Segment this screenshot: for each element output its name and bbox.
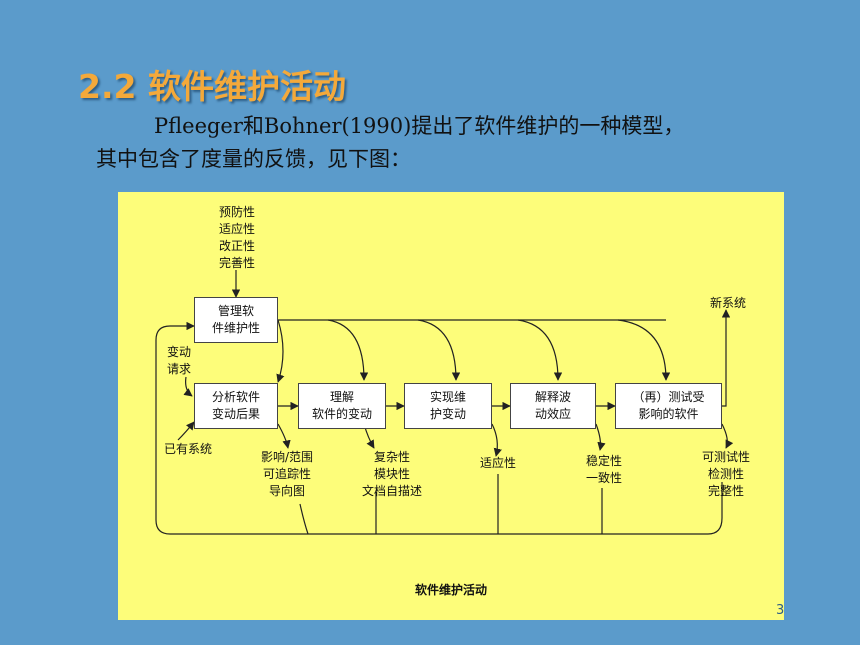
maintenance-activity-diagram: 预防性 适应性 改正性 完善性 新系统 变动 请求 已有系统 管理软 件维护性 … — [118, 192, 784, 620]
arrow-retest-to-metrics — [721, 423, 734, 449]
arrow-implement-to-metrics — [491, 423, 502, 457]
metrics-understand: 复杂性 模块性 文档自描述 — [361, 450, 422, 498]
metrics-ripple: 稳定性 一致性 — [585, 454, 622, 485]
understand-change-label: 理解 软件的变动 — [311, 390, 372, 421]
analyze-change-impact-box: 分析软件 变动后果 — [194, 383, 278, 429]
implement-change-box: 实现维 护变动 — [404, 383, 492, 429]
arrow-to-understand — [327, 319, 369, 381]
metrics-retest: 可测试性 检测性 完整性 — [701, 450, 750, 498]
arrow-to-retest — [617, 319, 671, 381]
retest-software-box: （再）测试受 影响的软件 — [615, 383, 722, 429]
manage-maintainability-label: 管理软 件维护性 — [211, 304, 260, 335]
existing-system-label: 已有系统 — [163, 442, 212, 456]
ripple-effect-box: 解释波 动效应 — [510, 383, 596, 429]
arrow-change-request — [183, 376, 193, 397]
slide-title: 2.2 软件维护活动 — [78, 67, 346, 106]
arrow-analyze-to-metrics — [277, 423, 291, 449]
maintenance-type-inputs: 预防性 适应性 改正性 完善性 — [218, 205, 255, 270]
body-line-1: Pfleeger和Bohner(1990)提出了软件维护的一种模型， — [154, 114, 685, 138]
metrics-implement: 适应性 — [479, 456, 516, 470]
page-number: 3 — [776, 603, 785, 618]
arrow-retest-to-new-system — [721, 309, 731, 407]
change-request-label: 变动 请求 — [166, 345, 191, 376]
analyze-change-impact-label: 分析软件 变动后果 — [211, 390, 260, 421]
arrow-existing-system — [177, 421, 195, 441]
body-line-2: 其中包含了度量的反馈，见下图： — [96, 147, 411, 171]
slide-body: Pfleeger和Bohner(1990)提出了软件维护的一种模型， 其中包含了… — [96, 110, 816, 176]
diagram-connectors — [155, 270, 734, 535]
arrow-ripple-to-metrics — [595, 423, 606, 451]
new-system-label: 新系统 — [709, 296, 746, 310]
arrow-to-ripple — [517, 319, 563, 381]
feedback-loop — [155, 321, 723, 535]
feedback-from-analyze — [299, 503, 309, 535]
arrow-to-implement — [417, 319, 461, 381]
manage-maintainability-box: 管理软 件维护性 — [194, 297, 278, 343]
understand-change-box: 理解 软件的变动 — [298, 383, 386, 429]
arrow-manage-to-analyze — [276, 319, 285, 383]
implement-change-label: 实现维 护变动 — [429, 390, 466, 421]
retest-software-label: （再）测试受 影响的软件 — [632, 390, 705, 421]
metrics-analyze: 影响/范围 可追踪性 导向图 — [260, 450, 314, 498]
diagram-caption: 软件维护活动 — [414, 583, 487, 597]
ripple-effect-label: 解释波 动效应 — [534, 390, 571, 421]
